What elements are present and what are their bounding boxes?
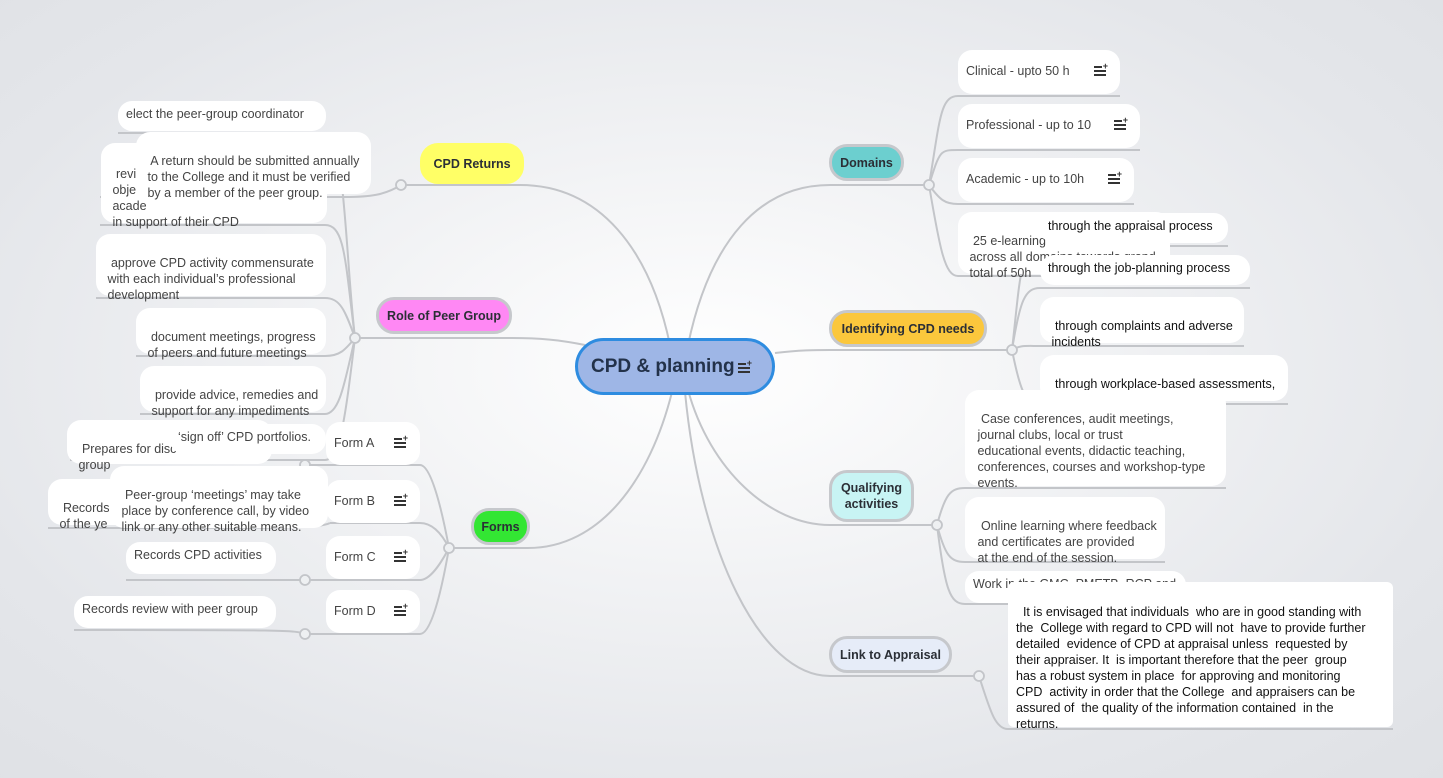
link-forms <box>527 391 673 549</box>
link-peer-group <box>511 337 586 346</box>
peer-document-meetings[interactable]: document meetings, progress of peers and… <box>136 308 326 360</box>
note-add-icon[interactable]: + <box>394 434 408 448</box>
form-d-desc[interactable]: Records review with peer group <box>74 596 276 628</box>
note-add-icon[interactable]: + <box>1114 116 1128 130</box>
domain-clinical[interactable]: Clinical - upto 50 h + <box>958 50 1120 94</box>
note-add-icon[interactable]: + <box>738 359 752 373</box>
central-topic-label: CPD & planning <box>591 355 735 377</box>
note-add-icon[interactable]: + <box>1108 170 1122 184</box>
note-add-icon[interactable]: + <box>1094 62 1108 76</box>
topic-role-of-peer-group[interactable]: Role of Peer Group <box>376 297 512 334</box>
topic-identifying-cpd-needs[interactable]: Identifying CPD needs <box>829 310 987 347</box>
link-domains <box>687 184 831 346</box>
note-add-icon[interactable]: + <box>394 548 408 562</box>
topic-link-to-appraisal[interactable]: Link to Appraisal <box>829 636 952 673</box>
domain-academic[interactable]: Academic - up to 10h + <box>958 158 1134 202</box>
topic-qualifying-activities[interactable]: Qualifying activities <box>829 470 914 522</box>
cpd-return-note[interactable]: A return should be submitted annually to… <box>136 132 371 200</box>
peer-approve-activity[interactable]: approve CPD activity commensurate with e… <box>96 234 326 302</box>
form-c[interactable]: Form C + <box>326 536 420 579</box>
link-returns <box>519 184 671 346</box>
domain-professional[interactable]: Professional - up to 10 + <box>958 104 1140 148</box>
qualifying-online-learning[interactable]: Online learning where feedback and certi… <box>965 497 1165 565</box>
topic-cpd-returns[interactable]: CPD Returns <box>420 143 524 184</box>
qualifying-case-conferences[interactable]: Case conferences, audit meetings, journa… <box>965 390 1226 490</box>
central-topic[interactable]: CPD & planning + <box>575 338 775 395</box>
appraisal-note[interactable]: It is envisaged that individuals who are… <box>1008 582 1393 731</box>
form-b[interactable]: Form B + <box>326 480 420 523</box>
note-add-icon[interactable]: + <box>394 492 408 506</box>
topic-forms[interactable]: Forms <box>471 508 530 545</box>
peer-elect-coordinator[interactable]: elect the peer-group coordinator <box>118 101 326 131</box>
peer-provide-advice[interactable]: provide advice, remedies and support for… <box>140 366 326 418</box>
need-job-planning[interactable]: through the job-planning process <box>1040 255 1250 285</box>
note-add-icon[interactable]: + <box>394 602 408 616</box>
peer-sign-off[interactable]: ‘sign off’ CPD portfolios. <box>170 424 326 454</box>
link-appraisal <box>684 391 831 677</box>
link-cpd-needs <box>774 349 831 354</box>
need-appraisal-process[interactable]: through the appraisal process <box>1040 213 1228 243</box>
form-a[interactable]: Form A + <box>326 422 420 465</box>
link-qualifying <box>687 389 831 526</box>
form-d[interactable]: Form D + <box>326 590 420 633</box>
need-complaints[interactable]: through complaints and adverse incidents <box>1040 297 1244 349</box>
form-c-desc[interactable]: Records CPD activities <box>126 542 276 574</box>
peer-meetings-note[interactable]: Peer-group ‘meetings’ may take place by … <box>110 466 328 534</box>
topic-domains[interactable]: Domains <box>829 144 904 181</box>
